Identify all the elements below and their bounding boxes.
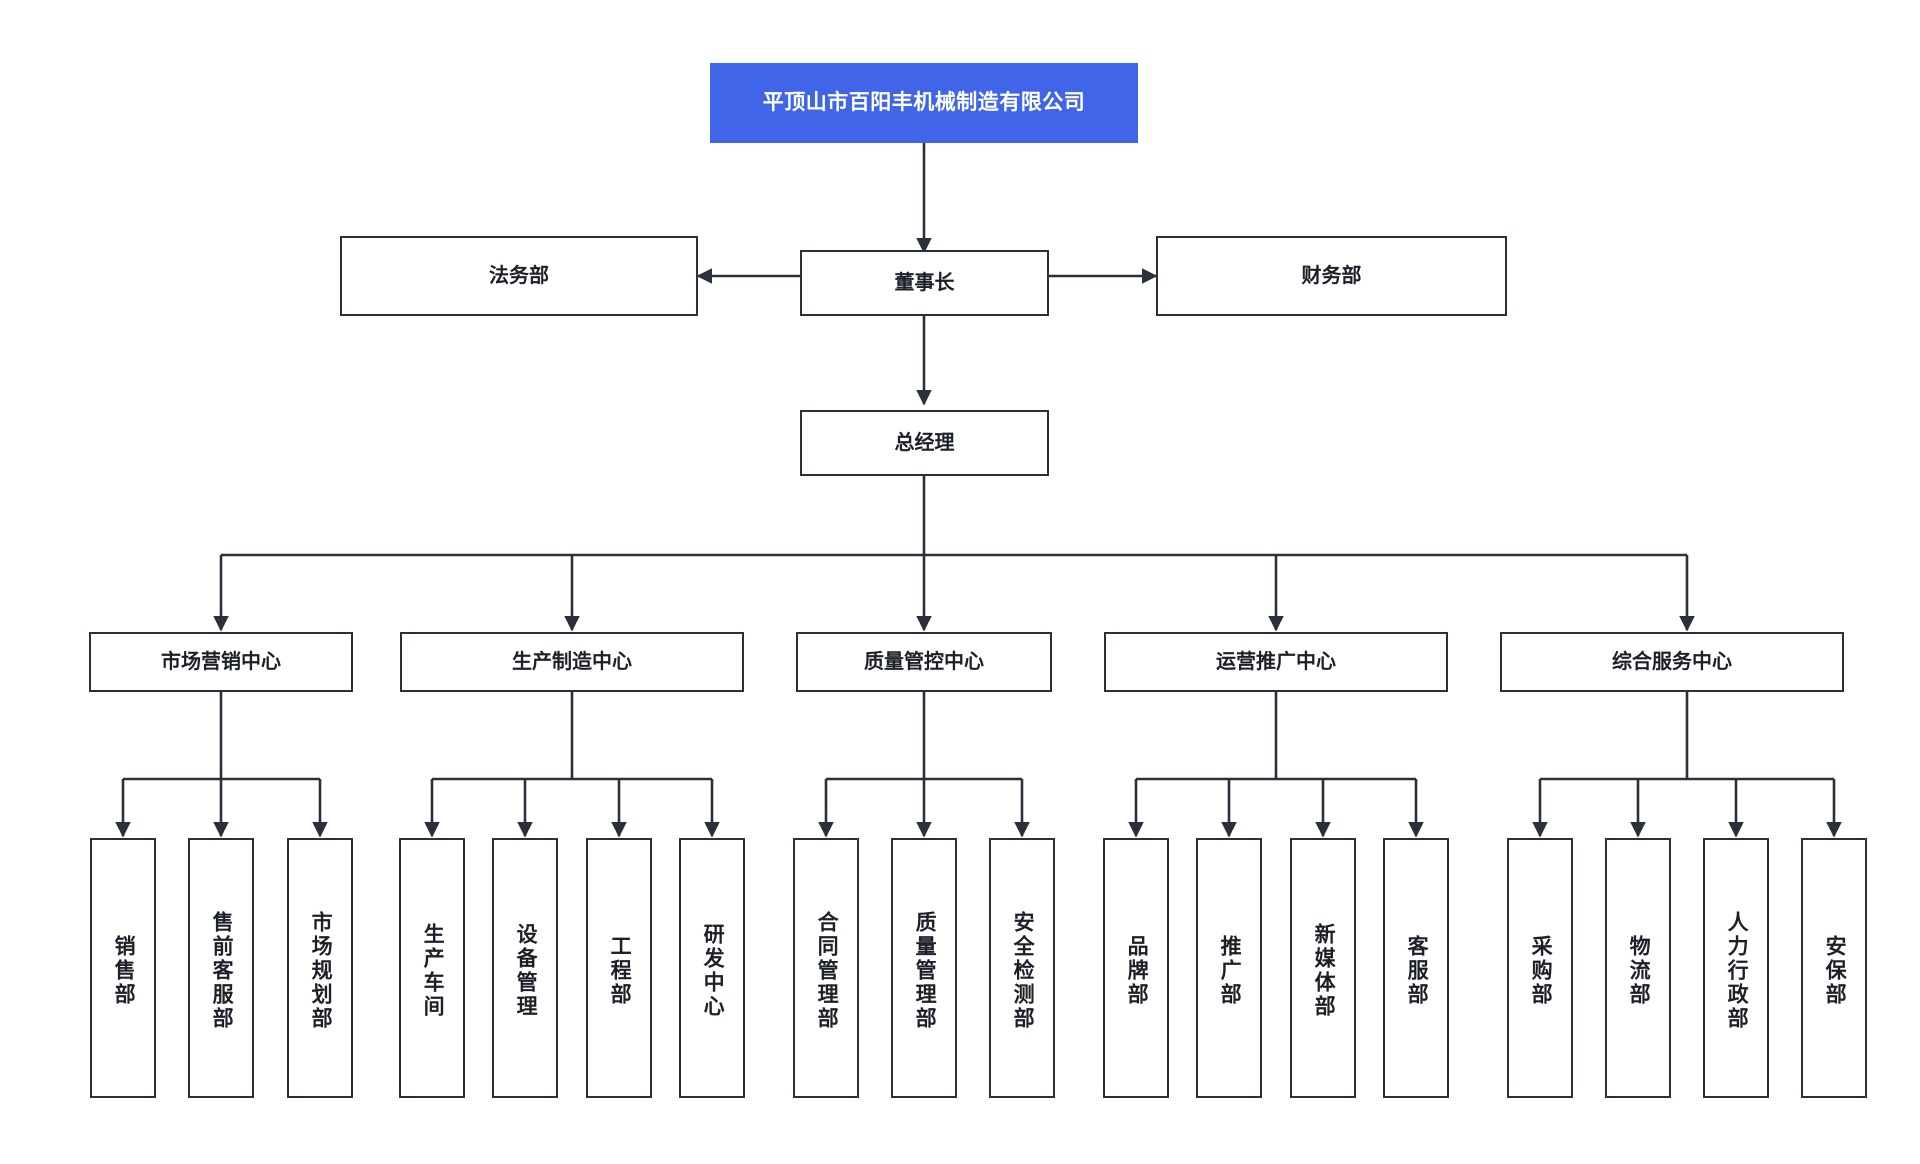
node-legal-department[interactable]: 法务部: [340, 236, 698, 316]
node-dept-promotion[interactable]: 推广部: [1196, 838, 1262, 1098]
node-dept-new-media-label: 新媒体部: [1312, 923, 1336, 1019]
node-dept-hr-administration-label: 人力行政部: [1725, 911, 1749, 1031]
node-center-operations[interactable]: 运营推广中心: [1104, 632, 1448, 692]
node-finance-department[interactable]: 财务部: [1156, 236, 1507, 316]
node-dept-equipment-management[interactable]: 设备管理: [492, 838, 558, 1098]
node-dept-production-workshop[interactable]: 生产车间: [399, 838, 465, 1098]
node-general-manager[interactable]: 总经理: [800, 410, 1049, 476]
node-dept-logistics-label: 物流部: [1627, 935, 1651, 1007]
node-dept-sales-label: 销售部: [112, 935, 136, 1007]
node-chairman-label: 董事长: [894, 271, 955, 294]
node-general-manager-label: 总经理: [894, 431, 955, 454]
node-dept-engineering-label: 工程部: [608, 935, 632, 1007]
node-dept-market-planning[interactable]: 市场规划部: [287, 838, 353, 1098]
node-dept-promotion-label: 推广部: [1218, 935, 1242, 1007]
node-dept-rnd-center[interactable]: 研发中心: [679, 838, 745, 1098]
node-dept-quality-management[interactable]: 质量管理部: [891, 838, 957, 1098]
node-center-quality-label: 质量管控中心: [864, 650, 984, 673]
node-dept-procurement-label: 采购部: [1529, 935, 1553, 1007]
root-company-node[interactable]: 平顶山市百阳丰机械制造有限公司: [710, 63, 1138, 143]
node-center-manufacturing-label: 生产制造中心: [512, 650, 632, 673]
node-center-quality[interactable]: 质量管控中心: [796, 632, 1052, 692]
node-dept-safety-inspection[interactable]: 安全检测部: [989, 838, 1055, 1098]
node-dept-security[interactable]: 安保部: [1801, 838, 1867, 1098]
node-center-marketing[interactable]: 市场营销中心: [89, 632, 353, 692]
node-dept-security-label: 安保部: [1823, 935, 1847, 1007]
node-dept-equipment-management-label: 设备管理: [514, 923, 538, 1019]
node-dept-customer-service-label: 客服部: [1405, 935, 1429, 1007]
node-dept-logistics[interactable]: 物流部: [1605, 838, 1671, 1098]
node-dept-brand-label: 品牌部: [1125, 935, 1149, 1007]
node-dept-safety-inspection-label: 安全检测部: [1011, 911, 1035, 1031]
node-dept-rnd-center-label: 研发中心: [701, 923, 725, 1019]
node-dept-market-planning-label: 市场规划部: [309, 911, 333, 1031]
node-dept-presales-service-label: 售前客服部: [210, 911, 234, 1031]
node-dept-quality-management-label: 质量管理部: [913, 911, 937, 1031]
node-dept-presales-service[interactable]: 售前客服部: [188, 838, 254, 1098]
node-dept-sales[interactable]: 销售部: [90, 838, 156, 1098]
node-dept-hr-administration[interactable]: 人力行政部: [1703, 838, 1769, 1098]
node-center-manufacturing[interactable]: 生产制造中心: [400, 632, 744, 692]
node-legal-department-label: 法务部: [489, 264, 549, 287]
node-dept-procurement[interactable]: 采购部: [1507, 838, 1573, 1098]
node-finance-department-label: 财务部: [1301, 264, 1362, 287]
node-center-general-services[interactable]: 综合服务中心: [1500, 632, 1844, 692]
node-dept-new-media[interactable]: 新媒体部: [1290, 838, 1356, 1098]
node-dept-brand[interactable]: 品牌部: [1103, 838, 1169, 1098]
root-company-label: 平顶山市百阳丰机械制造有限公司: [762, 90, 1086, 114]
node-dept-customer-service[interactable]: 客服部: [1383, 838, 1449, 1098]
node-center-marketing-label: 市场营销中心: [161, 650, 281, 673]
node-center-operations-label: 运营推广中心: [1216, 650, 1336, 673]
node-center-general-services-label: 综合服务中心: [1612, 650, 1732, 673]
node-dept-contract-management[interactable]: 合同管理部: [793, 838, 859, 1098]
node-dept-contract-management-label: 合同管理部: [815, 911, 839, 1031]
node-dept-production-workshop-label: 生产车间: [421, 923, 445, 1019]
node-chairman[interactable]: 董事长: [800, 250, 1049, 316]
node-dept-engineering[interactable]: 工程部: [586, 838, 652, 1098]
